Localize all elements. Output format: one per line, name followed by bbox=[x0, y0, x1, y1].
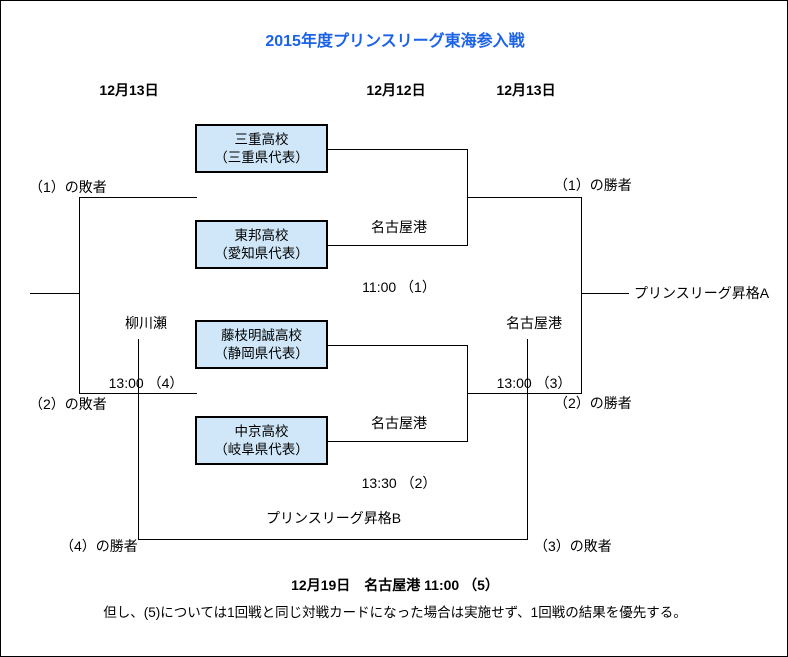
team-name: 三重高校 bbox=[234, 131, 289, 147]
match-venue: 名古屋港 bbox=[506, 315, 562, 331]
bracket-line-m3-join bbox=[581, 197, 582, 394]
match-venue: 名古屋港 bbox=[371, 219, 427, 235]
label-loser-of-1: （1）の敗者 bbox=[29, 179, 107, 195]
bracket-line-m5-right bbox=[527, 339, 528, 539]
team-representative: （三重県代表） bbox=[214, 149, 309, 165]
match-label-4: 柳川瀬 13:00 （4） bbox=[81, 273, 211, 433]
date-header-right: 12月13日 bbox=[496, 82, 556, 98]
label-promotion-a: プリンスリーグ昇格A bbox=[634, 285, 770, 301]
bracket-line-m2-top bbox=[328, 345, 468, 346]
label-loser-of-2: （2）の敗者 bbox=[29, 396, 107, 412]
team-box-chukyo: 中京高校 （岐阜県代表） bbox=[195, 416, 328, 465]
bracket-line-m1-top bbox=[328, 149, 468, 150]
label-promotion-b: プリンスリーグ昇格B bbox=[265, 510, 402, 526]
bracket-line-m5-bottom bbox=[138, 539, 528, 540]
page-title: 2015年度プリンスリーグ東海参入戦 bbox=[265, 33, 525, 50]
bracket-line-m1-out bbox=[467, 197, 582, 198]
team-name: 東邦高校 bbox=[234, 227, 289, 243]
match-time: 13:00 （3） bbox=[496, 375, 572, 391]
bracket-line-m4-top bbox=[79, 197, 197, 198]
team-representative: （岐阜県代表） bbox=[214, 441, 309, 457]
team-box-toho: 東邦高校 （愛知県代表） bbox=[195, 220, 328, 269]
bracket-line-m1-bottom bbox=[328, 245, 468, 246]
match-venue: 名古屋港 bbox=[371, 415, 427, 431]
date-header-left: 12月13日 bbox=[99, 82, 159, 98]
match-time: 11:00 （1） bbox=[362, 279, 436, 295]
match-label-2: 名古屋港 13:30 （2） bbox=[334, 373, 464, 533]
footer-match-5-info: 12月19日 名古屋港 11:00 （5） bbox=[291, 577, 499, 593]
match-label-1: 名古屋港 11:00 （1） bbox=[334, 177, 464, 337]
team-box-mie: 三重高校 （三重県代表） bbox=[195, 124, 328, 173]
team-representative: （静岡県代表） bbox=[214, 345, 309, 361]
match-time: 13:30 （2） bbox=[361, 475, 437, 491]
bracket-line-m5-left bbox=[138, 339, 139, 539]
bracket-line-m4-join bbox=[79, 197, 80, 394]
team-name: 藤枝明誠高校 bbox=[221, 327, 302, 343]
match-venue: 柳川瀬 bbox=[125, 315, 167, 331]
bracket-line-m2-out bbox=[467, 393, 582, 394]
label-winner-of-1: （1）の勝者 bbox=[554, 177, 632, 193]
bracket-line-m3-out bbox=[581, 293, 629, 294]
team-name: 中京高校 bbox=[234, 423, 289, 439]
date-header-middle: 12月12日 bbox=[366, 82, 426, 98]
bracket-line-m2-bottom bbox=[328, 441, 468, 442]
match-time: 13:00 （4） bbox=[108, 375, 184, 391]
footer-note: 但し、(5)については1回戦と同じ対戦カードになった場合は実施せず、1回戦の結果… bbox=[103, 605, 687, 620]
match-label-3: 名古屋港 13:00 （3） bbox=[469, 273, 599, 433]
team-representative: （愛知県代表） bbox=[214, 245, 309, 261]
label-loser-of-3: （3）の敗者 bbox=[534, 538, 612, 554]
label-winner-of-2: （2）の勝者 bbox=[554, 395, 632, 411]
bracket-line-m4-out bbox=[30, 293, 79, 294]
label-winner-of-4: （4）の勝者 bbox=[60, 538, 138, 554]
team-box-fujieda-meisei: 藤枝明誠高校 （静岡県代表） bbox=[195, 320, 328, 369]
